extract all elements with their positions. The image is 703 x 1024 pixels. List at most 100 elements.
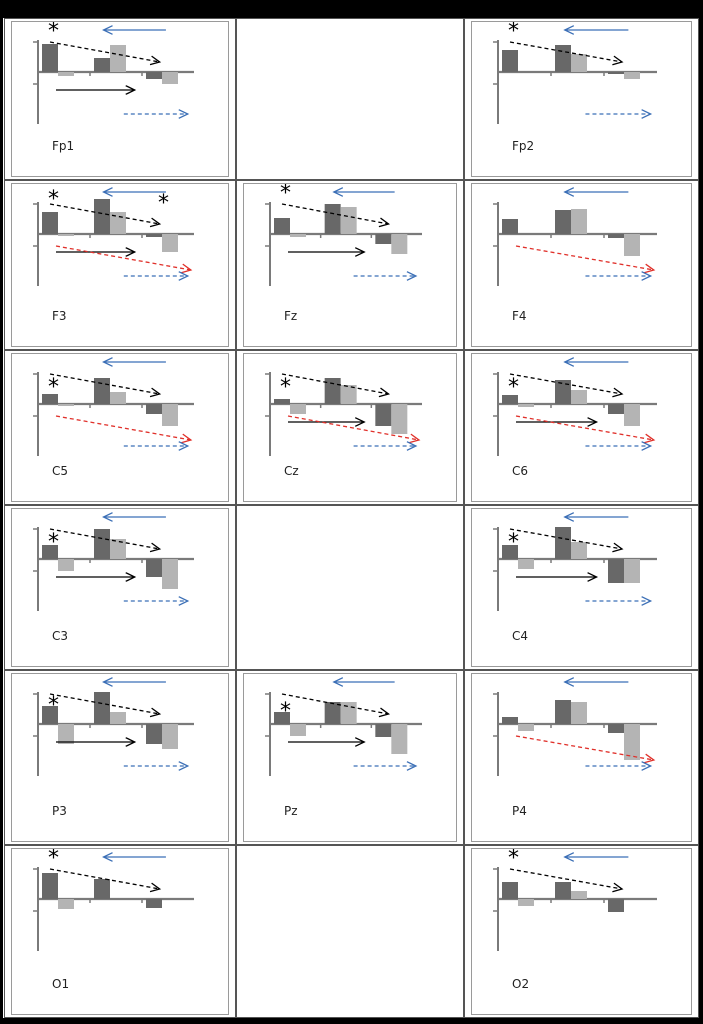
bar-o2-g3-dark [608,899,624,912]
chart-cell-o1: *O1 [4,845,236,1018]
significance-star: * [280,375,291,400]
significance-star: * [508,22,519,44]
plot-frame: F4 [471,183,692,347]
bar-c4-g1-light [518,559,534,569]
arrow-black-solid-right [56,247,137,257]
bar-c5-g2-dark [94,378,110,404]
electrode-label: F3 [52,309,67,323]
arrow-red-dashed-diag-shaft [287,415,420,441]
arrow-black-dashed-diag-head [612,542,624,553]
bar-cz-g3-light [391,404,408,434]
arrow-black-solid-right [288,417,366,427]
arrow-blue-dashed-right [585,761,653,771]
chart-cell-f4: F4 [464,180,699,350]
bar-pz-g1-dark [274,712,290,724]
bar-f4-g2-light [571,209,587,234]
bar-fz-g2-dark [324,204,341,234]
bar-c3-g2-light [110,539,126,559]
plot-frame: * C6 [471,353,692,502]
arrow-red-dashed-diag-shaft [55,415,191,441]
arrow-black-dashed-diag-shaft [49,373,160,395]
bar-fp1-g3-dark [146,72,162,79]
plot-frame: **F3 [11,183,229,347]
bar-fz-g1-light [290,234,306,237]
bottom-strip [0,1018,703,1024]
empty-cell [236,505,464,670]
arrow-blue-solid-left-head [102,187,113,197]
arrow-black-solid-right-head [354,737,366,747]
bar-o2-g1-light [518,899,534,906]
arrow-blue-solid-left [563,357,629,367]
bar-p3-g1-light [58,724,74,744]
chart-cell-f3: **F3 [4,180,236,350]
arrow-black-dashed-diag-head [149,707,162,718]
bar-pz-g3-light [391,724,408,754]
arrow-black-dashed-diag-head [149,55,162,66]
bar-chart-p3: *P3 [33,677,194,818]
arrow-black-dashed-diag-head [612,55,624,66]
bar-c6-g3-light [624,404,640,426]
plot-frame: *C4 [471,508,692,667]
bar-f3-g3-dark [146,234,162,237]
chart-cell-p4: P4 [464,670,699,845]
arrow-blue-solid-left [102,852,166,862]
arrow-blue-solid-left [563,512,629,522]
arrow-black-dashed-diag [49,868,162,893]
arrow-blue-solid-left-head [102,677,113,687]
arrow-blue-dashed-right-head [178,761,190,771]
arrow-black-dashed-diag-shaft [509,868,623,890]
arrow-blue-solid-left [563,25,629,35]
bar-o1-g1-dark [42,873,58,899]
bar-fp2-g1-dark [502,50,518,72]
arrow-black-solid-right-head [587,572,599,582]
arrow-blue-solid-left-head [563,187,575,197]
bar-p3-g3-dark [146,724,162,744]
bar-chart-c5: *C5 [33,357,194,478]
bar-c4-g3-dark [608,559,624,583]
arrow-blue-solid-left [102,677,166,687]
arrow-blue-solid-left [102,512,166,522]
plot-frame: *C3 [11,508,229,667]
bar-cz-g2-dark [324,378,341,404]
arrow-blue-solid-left [332,677,395,687]
arrow-red-dashed-diag-shaft [515,245,654,271]
left-border [0,0,3,1024]
bar-p3-g2-light [110,712,126,724]
bar-f3-g1-dark [42,212,58,234]
arrow-blue-solid-left-head [102,357,113,367]
significance-star: * [48,849,59,871]
electrode-label: P4 [512,804,527,818]
plot-frame: *Fz [243,183,457,347]
arrow-black-dashed-diag [281,693,391,718]
arrow-black-dashed-diag-head [612,882,624,893]
bar-f4-g3-dark [608,234,624,238]
arrow-blue-solid-left-head [563,677,575,687]
bar-c3-g3-dark [146,559,162,577]
bar-c6-g1-dark [502,395,518,404]
arrow-black-dashed-diag [509,373,624,398]
arrow-blue-dashed-right [585,441,653,451]
arrow-blue-solid-left-head [563,25,575,35]
arrow-blue-dashed-right-head [641,596,653,606]
bar-pz-g2-dark [324,702,341,724]
bar-fz-g2-light [340,207,357,234]
arrow-black-solid-right [288,247,366,257]
significance-star: * [508,375,519,400]
bar-fp2-g2-dark [555,45,571,72]
arrow-black-dashed-diag [49,203,162,228]
electrode-label: Pz [284,804,298,818]
arrow-black-solid-right-head [125,572,137,582]
bar-fp1-g1-dark [42,44,58,72]
arrow-blue-solid-left-head [332,677,344,687]
electrode-label: C6 [512,464,528,478]
arrow-black-dashed-diag-head [149,387,162,398]
bar-c6-g1-light [518,404,534,407]
bar-p3-g3-light [162,724,178,749]
arrow-red-dashed-diag-head [644,433,656,444]
arrow-red-dashed-diag [515,415,656,444]
arrow-blue-dashed-right [123,596,190,606]
significance-star: * [280,699,291,724]
chart-cell-pz: * Pz [236,670,464,845]
bar-c6-g2-light [571,390,587,404]
arrow-black-dashed-diag-head [149,542,162,553]
